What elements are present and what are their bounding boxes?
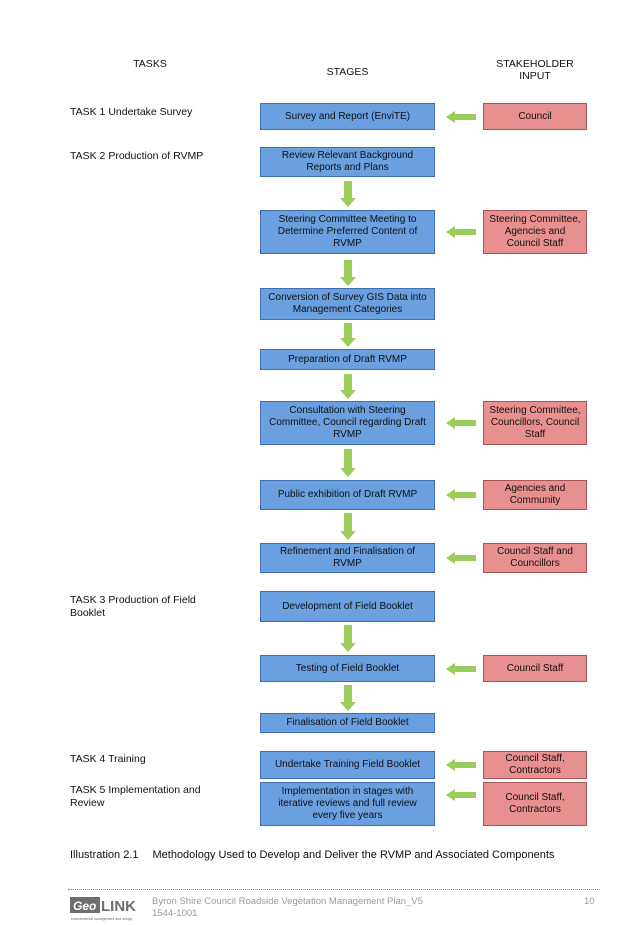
input-staff-contractors-training: Council Staff, Contractors <box>483 751 587 779</box>
geolink-logo: Geo LINK environmental management and de… <box>70 897 136 921</box>
arrow-down-icon <box>340 685 356 711</box>
svg-text:Geo: Geo <box>73 899 96 913</box>
stage-testing-booklet: Testing of Field Booklet <box>260 655 435 682</box>
stage-implementation: Implementation in stages with iterative … <box>260 782 435 826</box>
task-5: TASK 5 Implementation and Review <box>70 784 201 809</box>
tasks-header: TASKS <box>133 58 167 70</box>
input-agencies-community: Agencies and Community <box>483 480 587 510</box>
input-staff-contractors-implementation: Council Staff, Contractors <box>483 782 587 826</box>
arrow-down-icon <box>340 323 356 347</box>
stage-public-exhibition: Public exhibition of Draft RVMP <box>260 480 435 510</box>
input-council: Council <box>483 103 587 130</box>
figure-caption: Illustration 2.1 Methodology Used to Deve… <box>70 849 554 861</box>
stage-preparation-draft: Preparation of Draft RVMP <box>260 349 435 370</box>
caption-label: Illustration 2.1 <box>70 849 139 861</box>
arrow-left-icon <box>446 663 476 675</box>
page-number: 10 <box>584 896 595 907</box>
footer-doc-number: 1544-1001 <box>152 908 198 919</box>
svg-text:LINK: LINK <box>101 898 136 915</box>
task-4: TASK 4 Training <box>70 753 146 765</box>
stage-steering-meeting: Steering Committee Meeting to Determine … <box>260 210 435 254</box>
arrow-down-icon <box>340 513 356 540</box>
arrow-left-icon <box>446 552 476 564</box>
input-council-staff: Council Staff <box>483 655 587 682</box>
input-steering-councillors: Steering Committee, Councillors, Council… <box>483 401 587 445</box>
arrow-left-icon <box>446 489 476 501</box>
arrow-down-icon <box>340 449 356 477</box>
input-council-staff-councillors: Council Staff and Councillors <box>483 543 587 573</box>
caption-text: Methodology Used to Develop and Deliver … <box>152 849 555 861</box>
arrow-down-icon <box>340 374 356 399</box>
logo-tagline: environmental management and design <box>71 917 133 921</box>
stage-development-booklet: Development of Field Booklet <box>260 591 435 622</box>
footer-text: Byron Shire Council Roadside Vegetation … <box>152 896 423 920</box>
stakeholder-header: STAKEHOLDER INPUT <box>496 58 574 82</box>
stage-consultation: Consultation with Steering Committee, Co… <box>260 401 435 445</box>
task-2: TASK 2 Production of RVMP <box>70 150 204 162</box>
arrow-left-icon <box>446 759 476 771</box>
arrow-left-icon <box>446 789 476 801</box>
stage-review-background: Review Relevant Background Reports and P… <box>260 147 435 177</box>
stage-survey-report: Survey and Report (EnviTE) <box>260 103 435 130</box>
arrow-left-icon <box>446 111 476 123</box>
arrow-down-icon <box>340 625 356 652</box>
task-3: TASK 3 Production of Field Booklet <box>70 594 196 619</box>
arrow-left-icon <box>446 417 476 429</box>
stage-refinement: Refinement and Finalisation of RVMP <box>260 543 435 573</box>
input-steering-agencies: Steering Committee, Agencies and Council… <box>483 210 587 254</box>
stages-header: STAGES <box>326 66 369 78</box>
arrow-down-icon <box>340 181 356 207</box>
footer-doc-title: Byron Shire Council Roadside Vegetation … <box>152 896 423 907</box>
stage-conversion-gis: Conversion of Survey GIS Data into Manag… <box>260 288 435 320</box>
footer-divider <box>68 889 600 890</box>
arrow-left-icon <box>446 226 476 238</box>
stage-finalisation-booklet: Finalisation of Field Booklet <box>260 713 435 733</box>
stage-training: Undertake Training Field Booklet <box>260 751 435 779</box>
arrow-down-icon <box>340 260 356 286</box>
task-1: TASK 1 Undertake Survey <box>70 106 193 118</box>
